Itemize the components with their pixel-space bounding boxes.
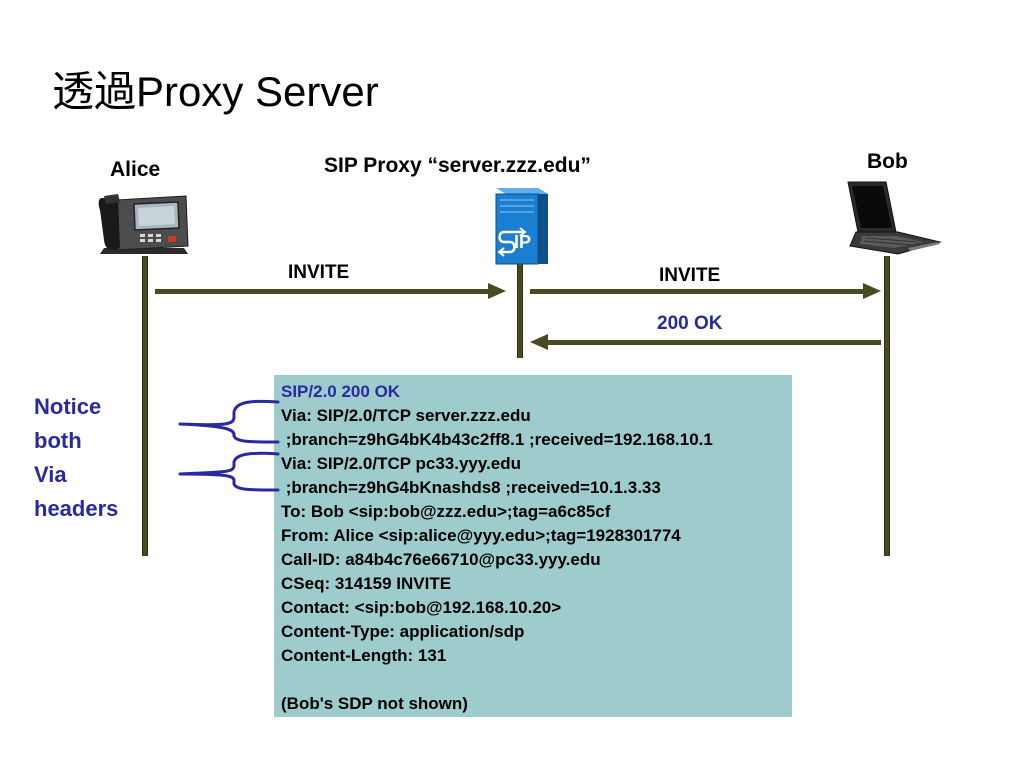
page-title-latin: Proxy Server <box>136 68 379 115</box>
via-brace-connectors <box>178 399 280 492</box>
notice-line: both <box>34 428 82 453</box>
page-title-cjk: 透過 <box>52 68 137 115</box>
bob-lifeline <box>884 256 890 556</box>
alice-label: Alice <box>110 158 161 181</box>
brace-second-via <box>178 451 280 492</box>
sip-header-line: ;branch=z9hG4bK4b43c2ff8.1 ;received=192… <box>281 430 713 449</box>
sip-message-box: SIP/2.0 200 OK Via: SIP/2.0/TCP server.z… <box>274 375 792 717</box>
notice-line: Via <box>34 462 67 487</box>
sip-header-line: Call-ID: a84b4c76e66710@pc33.yyy.edu <box>281 550 601 569</box>
ok-label-bob-to-proxy: 200 OK <box>657 313 723 334</box>
notice-annotation: Notice both Via headers <box>34 390 118 526</box>
notice-line: headers <box>34 496 119 521</box>
proxy-lifeline <box>517 264 523 358</box>
notice-line: Notice <box>34 394 102 419</box>
sip-header-line: Content-Length: 131 <box>281 646 447 665</box>
sip-server-icon-text: IP <box>514 232 532 252</box>
proxy-label: SIP Proxy “server.zzz.edu” <box>324 154 591 177</box>
bob-label: Bob <box>867 150 908 173</box>
sip-header-line: From: Alice <sip:alice@yyy.edu>;tag=1928… <box>281 526 681 545</box>
sip-header-line: Via: SIP/2.0/TCP server.zzz.edu <box>281 406 531 425</box>
sip-header-line: To: Bob <sip:bob@zzz.edu>;tag=a6c85cf <box>281 502 611 521</box>
sip-header-line: Via: SIP/2.0/TCP pc33.yyy.edu <box>281 454 522 473</box>
sip-header-line: CSeq: 314159 INVITE <box>281 574 452 593</box>
sip-header-line: Contact: <sip:bob@192.168.10.20> <box>281 598 562 617</box>
sip-blank-line <box>281 668 792 692</box>
sip-sdp-note: (Bob's SDP not shown) <box>281 694 468 713</box>
invite-label-proxy-to-bob: INVITE <box>659 265 721 286</box>
invite-label-alice-to-proxy: INVITE <box>288 262 350 283</box>
laptop-icon <box>846 180 942 261</box>
sip-status-line: SIP/2.0 200 OK <box>281 382 401 401</box>
sip-header-line: ;branch=z9hG4bKnashds8 ;received=10.1.3.… <box>281 478 661 497</box>
page-title: 透過Proxy Server <box>52 64 379 120</box>
ip-phone-icon <box>96 186 192 263</box>
brace-first-via <box>178 399 280 444</box>
sip-server-icon: IP <box>494 186 550 271</box>
alice-lifeline <box>142 256 148 556</box>
sip-header-line: Content-Type: application/sdp <box>281 622 525 641</box>
